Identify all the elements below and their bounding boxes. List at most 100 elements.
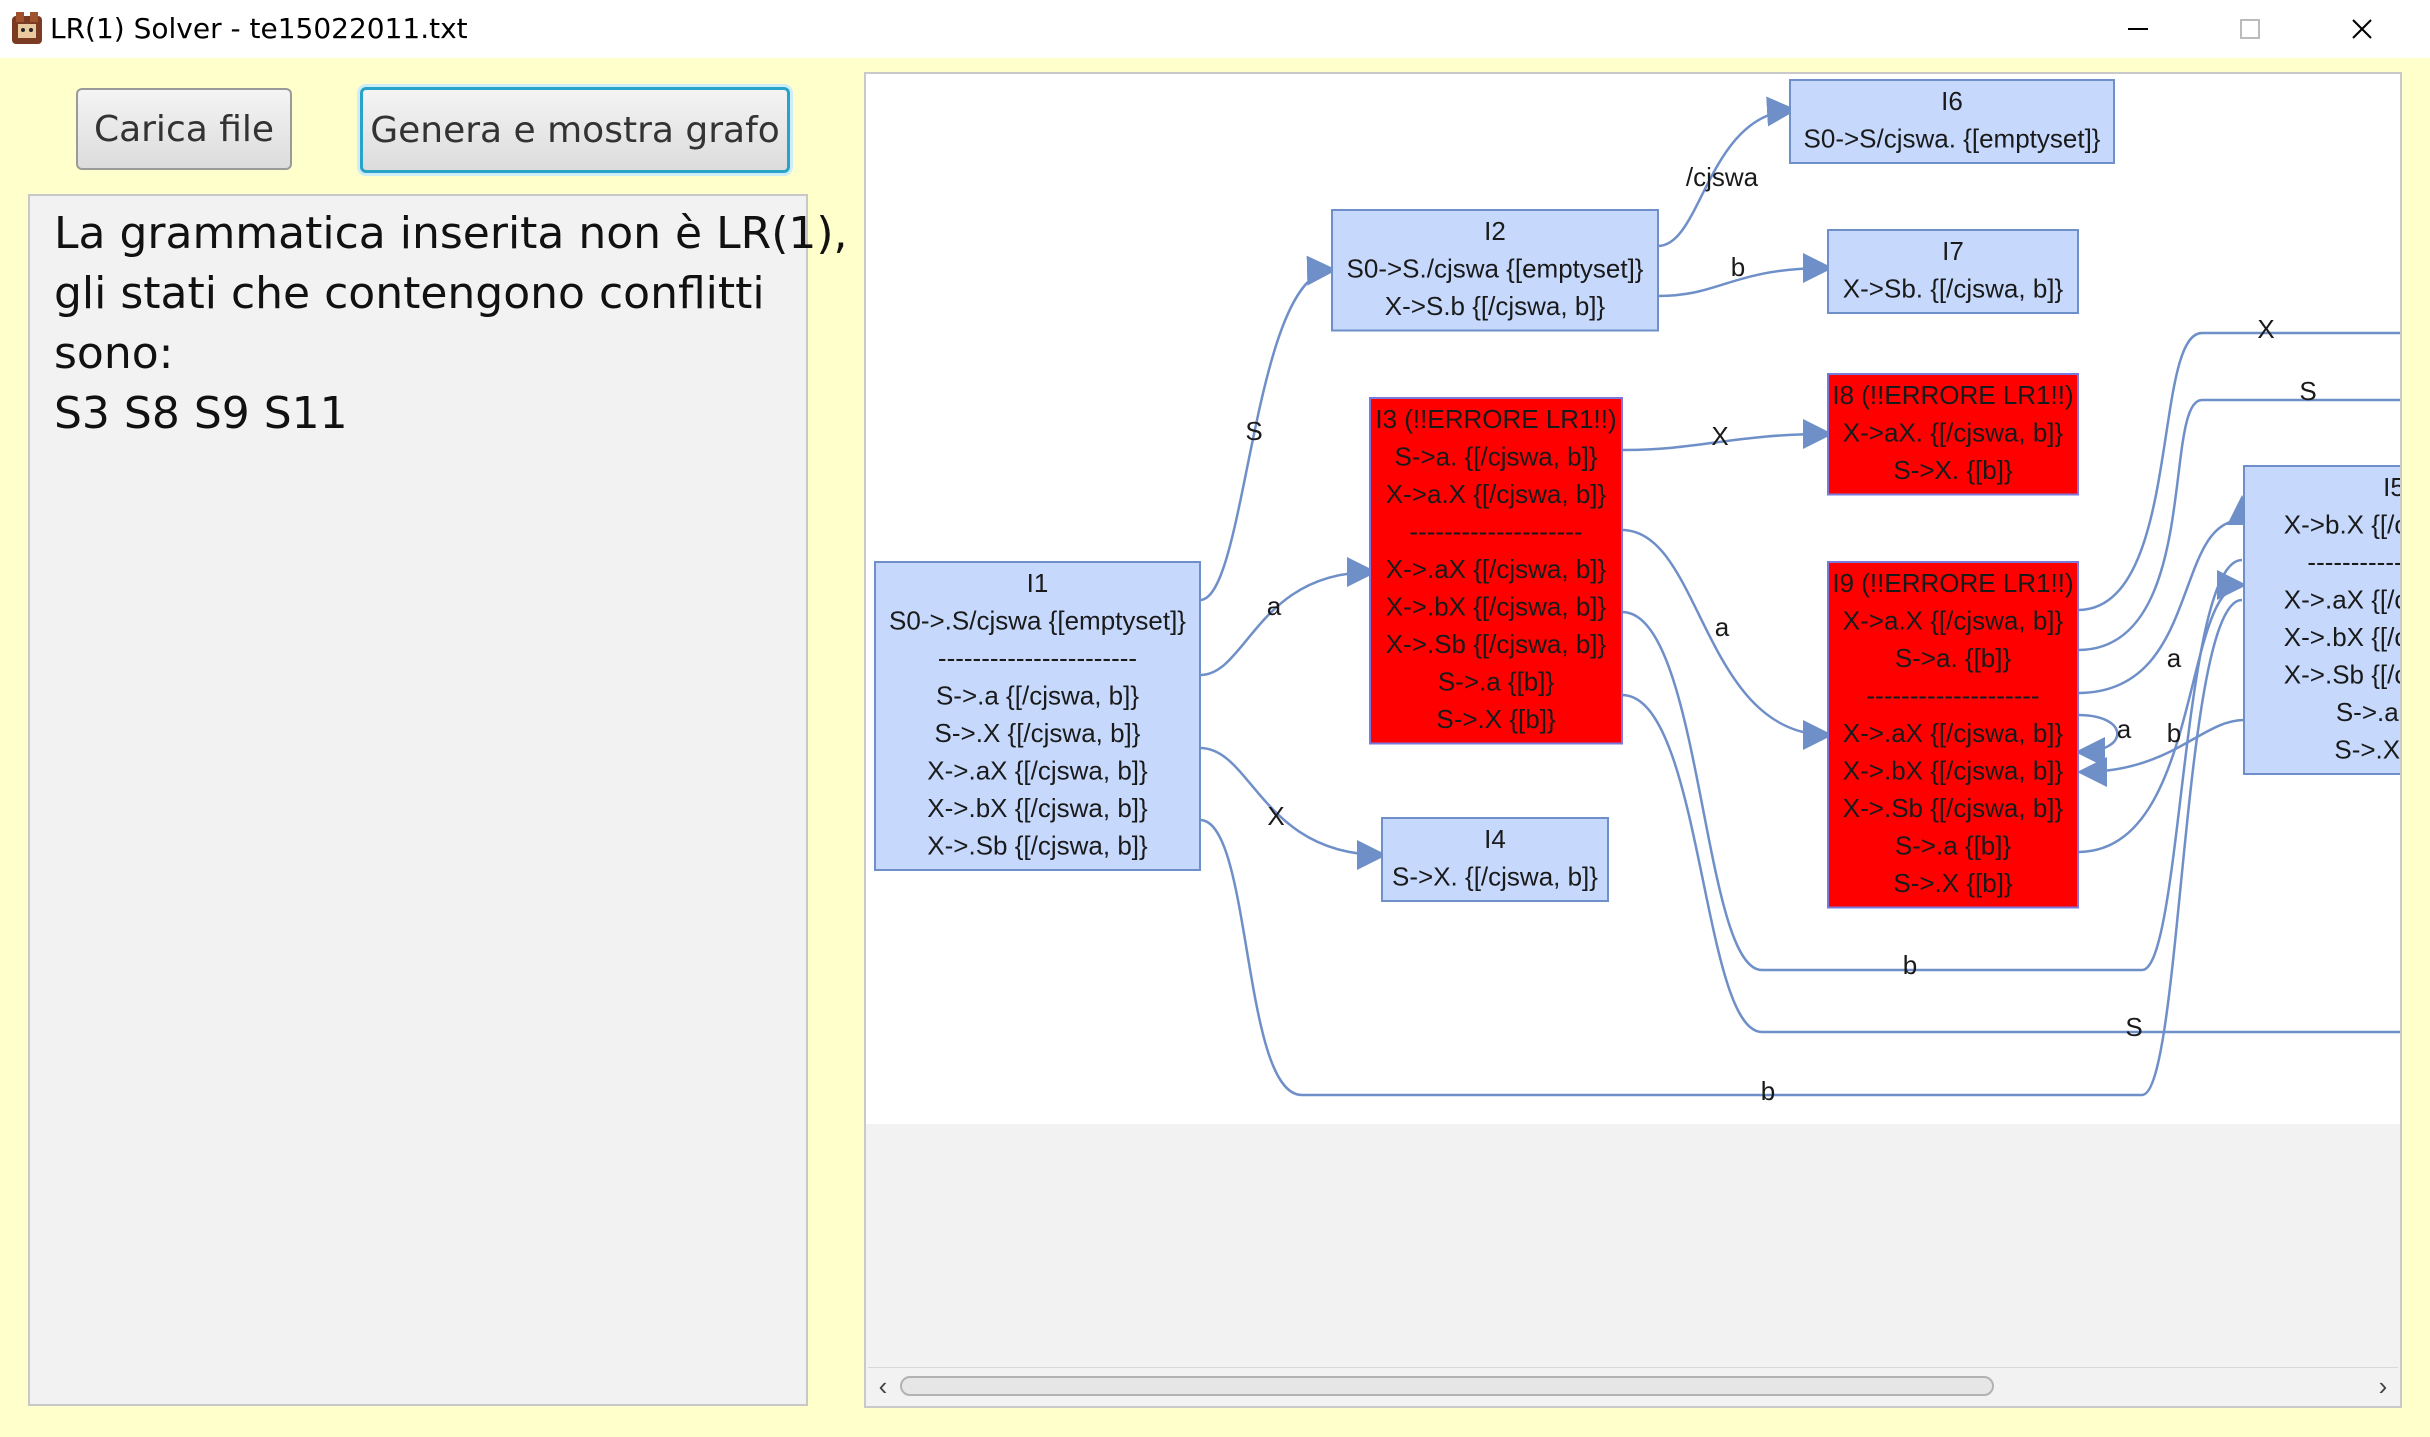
state-line: S->.a {[b]} — [1438, 667, 1555, 697]
state-line: I6 — [1941, 86, 1963, 116]
maximize-icon — [2240, 19, 2260, 39]
state-line: S0->S./cjswa {[emptyset]} — [1347, 254, 1644, 284]
state-line: X->.Sb {[/cjswa, b]} — [1386, 629, 1607, 659]
edge-label: b — [2167, 718, 2181, 748]
edge-i2-i6 — [1657, 96, 1797, 248]
edge-i9-i5-a — [2077, 495, 2257, 695]
state-line: S->.X {[/cjswa, b]} — [935, 718, 1141, 748]
state-line: X->.aX {[/cjswa, b]} — [2284, 585, 2400, 615]
state-box — [1369, 397, 1623, 745]
scroll-right-icon[interactable]: › — [2378, 1370, 2388, 1401]
state-node-i9[interactable]: I9 (!!ERRORE LR1!!) X->a.X {[/cjswa, b]} S… — [1827, 561, 2079, 909]
edge-i9-i5-b — [2077, 570, 2247, 854]
edge-i3-i5-s — [1621, 693, 2400, 1034]
state-line: I4 — [1484, 824, 1506, 854]
close-button[interactable] — [2306, 0, 2418, 58]
state-line: X->a.X {[/cjswa, b]} — [1843, 606, 2064, 636]
state-line: ----------------------- — [938, 643, 1137, 673]
state-line: X->.Sb {[/cjswa, b]} — [2284, 660, 2400, 690]
state-box — [1331, 209, 1659, 332]
state-line: -------------------- — [2307, 547, 2400, 577]
state-box — [2243, 465, 2400, 775]
edge-i5-i9-b — [2077, 718, 2245, 787]
state-box — [1827, 229, 2079, 314]
edge-label: a — [2167, 643, 2182, 673]
state-line: X->.aX {[/cjswa, b]} — [1843, 718, 2064, 748]
scrollbar-thumb[interactable] — [900, 1376, 1994, 1396]
state-node-i5[interactable]: I5X->b.X {[/cjswa, b]} ------------------… — [2243, 465, 2400, 775]
edge-out-s — [2077, 398, 2400, 652]
edge-i1-i4 — [1199, 746, 1387, 870]
state-line: I9 (!!ERRORE LR1!!) — [1832, 568, 2073, 598]
state-line: I7 — [1942, 236, 1964, 266]
state-node-i3[interactable]: I3 (!!ERRORE LR1!!) S->a. {[/cjswa, b]} X-… — [1369, 397, 1623, 745]
output-line: sono: — [54, 328, 174, 379]
state-line: I3 (!!ERRORE LR1!!) — [1375, 404, 1616, 434]
edge-label: S — [2299, 376, 2316, 406]
state-line: I5 — [2383, 472, 2400, 502]
state-line: X->b.X {[/cjswa, b]} — [2284, 510, 2400, 540]
state-line: X->.bX {[/cjswa, b]} — [1386, 592, 1607, 622]
state-line: S->.a {[/cjswa, b]} — [936, 681, 1139, 711]
state-line: I8 (!!ERRORE LR1!!) — [1832, 380, 2073, 410]
state-line: X->.bX {[/cjswa, b]} — [1843, 756, 2064, 786]
edge-label: b — [1731, 252, 1745, 282]
edge-label: X — [1267, 801, 1284, 831]
output-textarea[interactable]: La grammatica inserita non è LR(1), gli … — [28, 194, 848, 1406]
edge-label: a — [1715, 612, 1730, 642]
state-line: S->a. {[/cjswa, b]} — [1394, 442, 1597, 472]
state-line: S->.X {[b]} — [1893, 868, 2013, 898]
state-line: I1 — [1027, 568, 1049, 598]
state-line: X->.Sb {[/cjswa, b]} — [1843, 793, 2064, 823]
edge-i2-i7 — [1657, 253, 1833, 298]
minimize-icon — [2128, 28, 2148, 30]
state-line: -------------------- — [1866, 681, 2039, 711]
edge-label: X — [2257, 314, 2274, 344]
state-line: X->.bX {[/cjswa, b]} — [927, 793, 1148, 823]
state-line: S0->.S/cjswa {[emptyset]} — [889, 606, 1186, 636]
edge-label: S — [1245, 416, 1262, 446]
state-node-i7[interactable]: I7X->Sb. {[/cjswa, b]} — [1827, 229, 2079, 314]
state-line: X->aX. {[/cjswa, b]} — [1843, 418, 2064, 448]
edge-i9-self — [2075, 713, 2119, 767]
state-line: S0->S/cjswa. {[emptyset]} — [1804, 124, 2101, 154]
state-line: X->.aX {[/cjswa, b]} — [927, 756, 1148, 786]
app-icon — [12, 12, 42, 44]
generate-graph-button[interactable]: Genera e mostra grafo — [360, 87, 790, 173]
edge-label: X — [1711, 421, 1728, 451]
state-line: X->.Sb {[/cjswa, b]} — [927, 831, 1148, 861]
state-line: S->.X {[b]} — [2334, 735, 2400, 765]
state-node-i8[interactable]: I8 (!!ERRORE LR1!!) X->aX. {[/cjswa, b]} S… — [1827, 373, 2079, 496]
maximize-button[interactable] — [2194, 0, 2306, 58]
close-icon — [2352, 19, 2372, 39]
lr1-graph[interactable]: S a X b /cjswa b X a b S X S a a b I1S0-… — [866, 74, 2400, 1124]
edge-i1-i3 — [1199, 557, 1377, 677]
minimize-button[interactable] — [2082, 0, 2194, 58]
edge-label: a — [2117, 714, 2132, 744]
state-line: S->X. {[/cjswa, b]} — [1392, 862, 1598, 892]
state-line: S->.a {[b]} — [2336, 697, 2400, 727]
state-line: S->X. {[b]} — [1893, 455, 2013, 485]
scroll-left-icon[interactable]: ‹ — [878, 1370, 888, 1401]
load-file-button[interactable]: Carica file — [76, 88, 292, 170]
edge-label: b — [1903, 950, 1917, 980]
edge-i3-i8 — [1621, 419, 1833, 452]
state-box — [1381, 817, 1609, 902]
state-line: X->.bX {[/cjswa, b]} — [2284, 622, 2400, 652]
state-line: X->S.b {[/cjswa, b]} — [1385, 291, 1606, 321]
state-line: -------------------- — [1409, 517, 1582, 547]
state-line: I2 — [1484, 216, 1506, 246]
edge-i1-i5-b — [1199, 598, 2243, 1097]
edge-i3-i9 — [1621, 528, 1833, 750]
edge-label: S — [2125, 1012, 2142, 1042]
title-bar: LR(1) Solver - te15022011.txt — [0, 0, 2430, 58]
state-box — [1789, 79, 2115, 164]
state-line: X->a.X {[/cjswa, b]} — [1386, 479, 1607, 509]
edge-label: a — [1267, 591, 1282, 621]
state-node-i4[interactable]: I4S->X. {[/cjswa, b]} — [1381, 817, 1609, 902]
horizontal-scrollbar[interactable]: ‹ › — [868, 1367, 2398, 1404]
